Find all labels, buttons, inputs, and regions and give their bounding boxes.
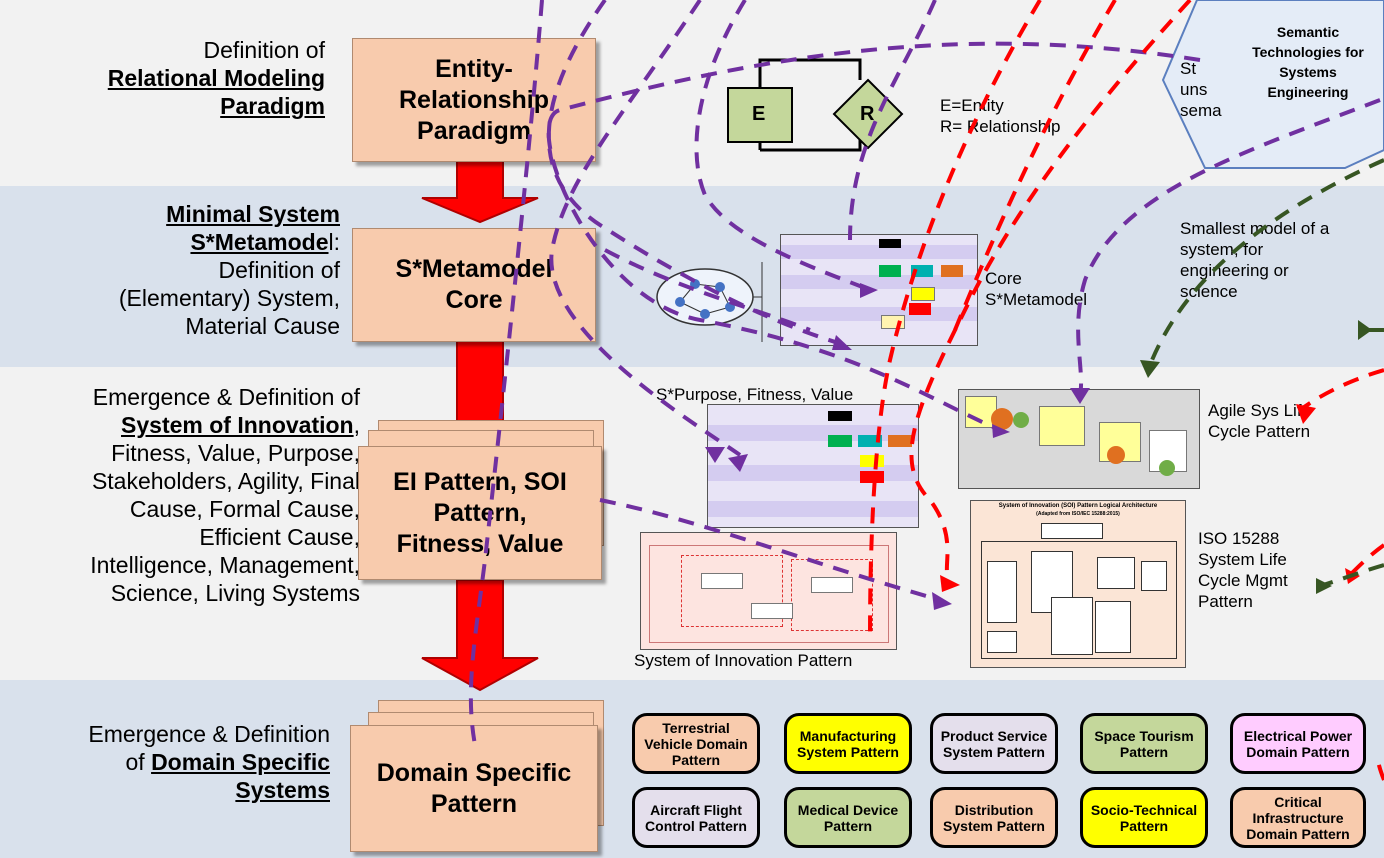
core-metamodel-thumbnail[interactable]: [780, 234, 978, 346]
er-legend: E=Entity R= Relationship: [940, 95, 1061, 137]
note-agile: Agile Sys Life Cycle Pattern: [1208, 401, 1311, 441]
link-minimal-system[interactable]: Minimal System: [166, 201, 340, 227]
label-metamodel-system: (Elementary) System,: [118, 285, 340, 311]
label-domain-of: of: [125, 749, 145, 775]
pattern-pill[interactable]: Manufacturing System Pattern: [784, 713, 912, 774]
link-domain-specific[interactable]: Domain Specific: [151, 749, 330, 775]
pattern-pill[interactable]: Product Service System Pattern: [930, 713, 1058, 774]
label-innovation-line8: Science, Living Systems: [110, 580, 360, 606]
down-arrow-1: [421, 159, 539, 224]
link-s-metamodel[interactable]: S*Metamode: [190, 229, 329, 255]
note-core: Core S*Metamodel: [985, 269, 1088, 309]
label-metamodel: Minimal System S*Metamodel: Definition o…: [60, 200, 340, 340]
label-innovation-comma: ,: [353, 412, 360, 438]
note-iso: ISO 15288 System Life Cycle Mgmt Pattern: [1198, 529, 1288, 611]
agile-thumbnail[interactable]: [958, 389, 1200, 489]
label-metamodel-cause: Material Cause: [185, 313, 340, 339]
label-innovation-line6: Efficient Cause,: [199, 524, 360, 550]
er-legend-entity: E=Entity: [940, 96, 1004, 115]
label-domain-line1: Emergence & Definition: [88, 721, 330, 747]
entity-label: E: [752, 103, 766, 125]
semantic-partial-1: St: [1180, 59, 1197, 78]
iso-thumb-sub: (Adapted from ISO/IEC 15288:2015): [1036, 511, 1120, 517]
semantic-partial: St uns sema: [1180, 58, 1222, 121]
purpose-thumbnail[interactable]: [707, 404, 919, 528]
metamodel-core-box[interactable]: S*Metamodel Core: [352, 228, 596, 342]
pattern-pill[interactable]: Distribution System Pattern: [930, 787, 1058, 848]
label-metamodel-def: Definition of: [218, 257, 340, 283]
soi-caption: System of Innovation Pattern: [634, 651, 853, 670]
label-innovation-line4: Stakeholders, Agility, Final: [91, 468, 360, 494]
pattern-pill[interactable]: Electrical Power Domain Pattern: [1230, 713, 1366, 774]
note-purpose: S*Purpose, Fitness, Value: [656, 385, 854, 404]
label-metamodel-suffix: l:: [328, 229, 341, 255]
pattern-pill[interactable]: Medical Device Pattern: [784, 787, 912, 848]
semantic-partial-3: sema: [1180, 101, 1222, 120]
label-innovation: Emergence & Definition of System of Inno…: [0, 383, 360, 607]
pattern-pill[interactable]: Terrestrial Vehicle Domain Pattern: [632, 713, 760, 774]
label-innovation-line1: Emergence & Definition of: [92, 384, 360, 410]
pattern-pill[interactable]: Critical Infrastructure Domain Pattern: [1230, 787, 1366, 848]
core-network-icon: [656, 262, 763, 342]
iso-thumbnail[interactable]: System of Innovation (SOI) Pattern Logic…: [970, 500, 1186, 668]
link-system-of-innovation[interactable]: System of Innovation: [121, 412, 354, 438]
ei-pattern-box[interactable]: EI Pattern, SOI Pattern, Fitness, Value: [358, 446, 602, 580]
entity-relationship-box[interactable]: Entity-Relationship Paradigm: [352, 38, 596, 162]
label-domain: Emergence & Definition of Domain Specifi…: [10, 720, 330, 804]
domain-specific-box[interactable]: Domain Specific Pattern: [350, 725, 598, 852]
label-innovation-line5: Cause, Formal Cause,: [129, 496, 360, 522]
label-innovation-line3: Fitness, Value, Purpose,: [111, 440, 360, 466]
pattern-pill[interactable]: Socio-Technical Pattern: [1080, 787, 1208, 848]
semantic-partial-2: uns: [1180, 80, 1208, 99]
semantic-title[interactable]: Semantic Technologies for Systems Engine…: [1252, 24, 1364, 100]
note-smallest: Smallest model of a system, for engineer…: [1180, 219, 1330, 301]
soi-thumbnail[interactable]: [640, 532, 897, 650]
label-innovation-line7: Intelligence, Management,: [90, 552, 360, 578]
pattern-pill[interactable]: Space Tourism Pattern: [1080, 713, 1208, 774]
iso-thumb-title: System of Innovation (SOI) Pattern Logic…: [998, 503, 1158, 509]
down-arrow-3: [421, 579, 539, 692]
pattern-pill[interactable]: Aircraft Flight Control Pattern: [632, 787, 760, 848]
er-legend-relationship: R= Relationship: [940, 117, 1061, 136]
relationship-label: R: [860, 103, 875, 125]
label-relational-prefix: Definition of: [203, 37, 325, 63]
er-diagram: [727, 58, 904, 152]
link-systems[interactable]: Systems: [235, 777, 330, 803]
label-relational: Definition of Relational Modeling Paradi…: [40, 36, 325, 120]
link-relational-paradigm[interactable]: Relational Modeling Paradigm: [107, 65, 325, 119]
